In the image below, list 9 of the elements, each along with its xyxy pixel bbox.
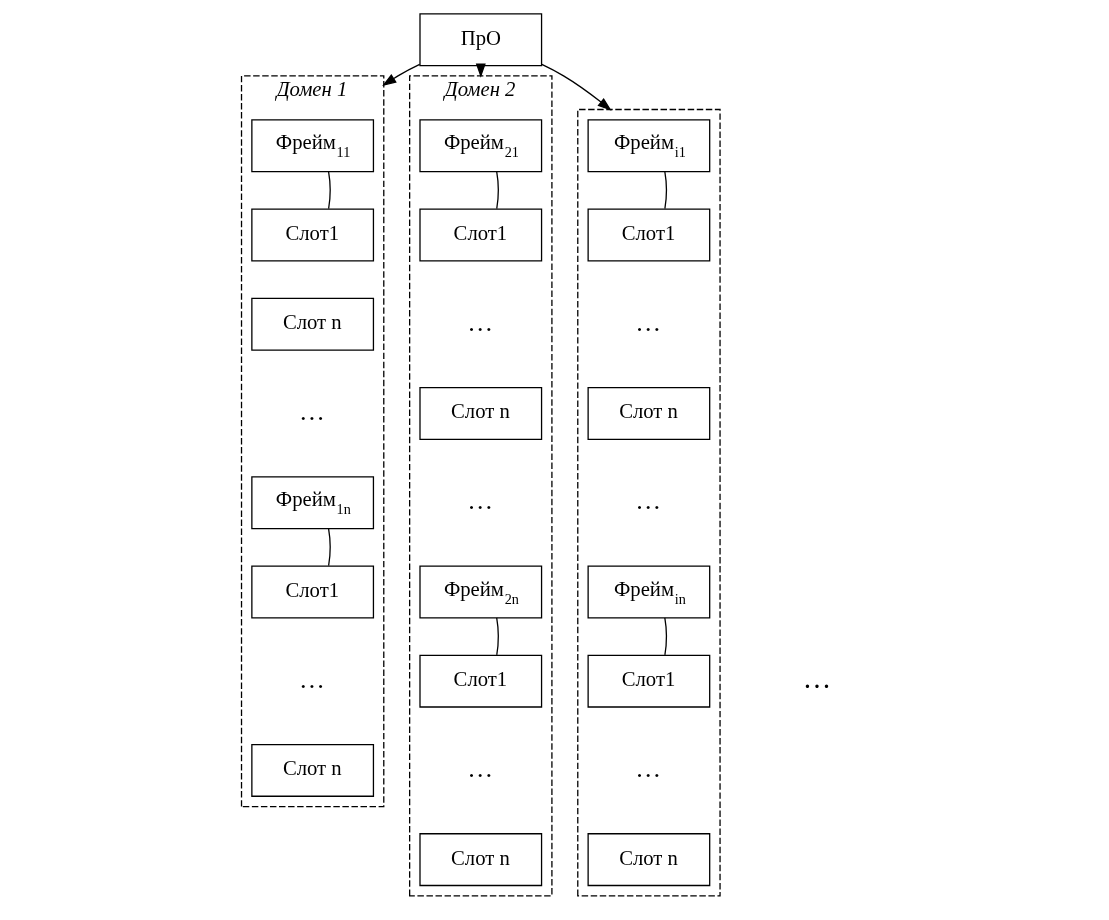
label: … (299, 664, 325, 694)
label: … (635, 486, 662, 516)
label: … (467, 486, 494, 516)
label: … (299, 396, 325, 426)
label: … (635, 753, 662, 783)
label: … (635, 307, 662, 337)
label: … (467, 307, 494, 337)
label: … (802, 663, 832, 695)
label: … (467, 753, 494, 783)
